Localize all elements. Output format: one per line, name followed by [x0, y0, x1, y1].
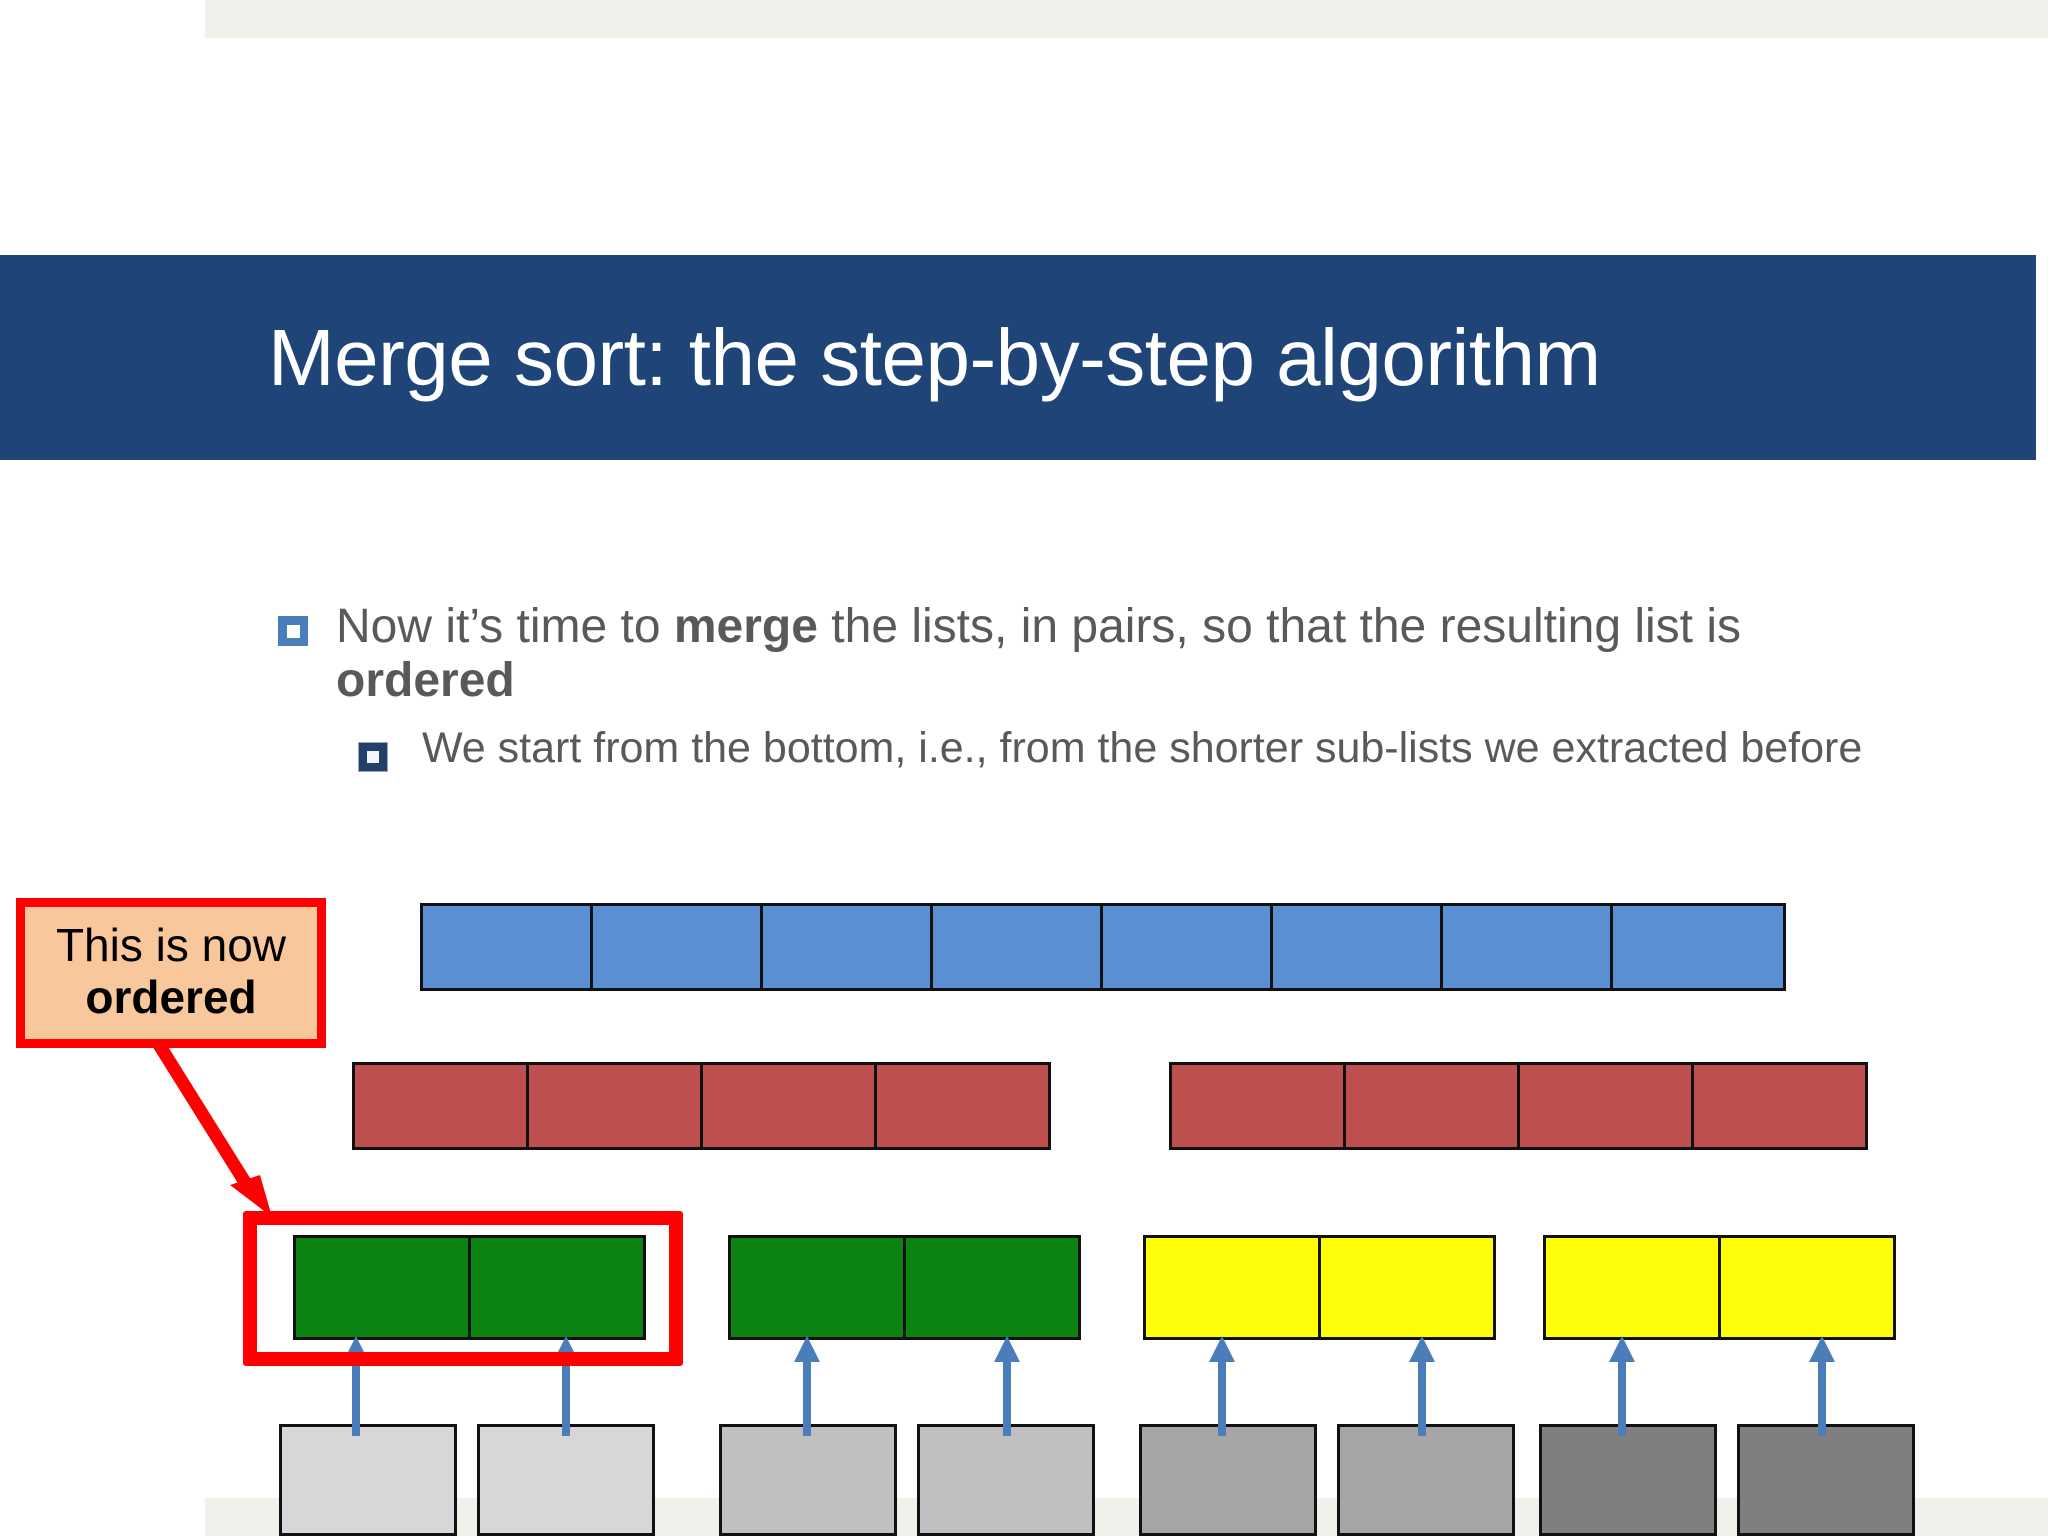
bullet-1-run-2: the lists, in pairs, so that the resulti…	[817, 600, 1742, 653]
page-title: Merge sort: the step-by-step algorithm	[268, 312, 1601, 402]
red-cell	[1343, 1062, 1520, 1150]
gray-cell	[917, 1424, 1095, 1536]
gray-cell	[1737, 1424, 1915, 1536]
page-top-strip	[205, 0, 2048, 38]
blue-cell	[1270, 903, 1443, 991]
callout-pointer-arrow-icon	[152, 1039, 272, 1217]
ordered-highlight-rect	[243, 1211, 683, 1366]
green-cell	[293, 1235, 471, 1340]
merge-arrow-icon	[1809, 1336, 1835, 1436]
red-cell	[1169, 1062, 1346, 1150]
bullet-item-1: Now it’s time to merge the lists, in pai…	[278, 600, 1928, 708]
bullet-item-1-text: Now it’s time to merge the lists, in pai…	[336, 600, 1928, 708]
red-cell	[526, 1062, 703, 1150]
blue-cell	[930, 903, 1103, 991]
blue-cell	[590, 903, 763, 991]
callout-box: This is now ordered	[16, 898, 326, 1048]
callout-line-2: ordered	[85, 970, 257, 1023]
merge-arrow-icon	[794, 1336, 820, 1436]
red-cell	[874, 1062, 1051, 1150]
merge-arrow-icon	[994, 1336, 1020, 1436]
blue-cell	[1440, 903, 1613, 991]
gray-cell	[1539, 1424, 1717, 1536]
bullet-1-run-3: ordered	[336, 653, 515, 707]
bullet-2-run-0: We start from the bottom, i.e., from the…	[422, 723, 1863, 772]
red-cell	[1517, 1062, 1694, 1150]
red-cell	[1691, 1062, 1868, 1150]
blue-cell	[1610, 903, 1786, 991]
bullet-item-2: We start from the bottom, i.e., from the…	[358, 724, 1928, 772]
yellow-cell	[1718, 1235, 1896, 1340]
red-cell	[352, 1062, 529, 1150]
blue-cell	[760, 903, 933, 991]
bullet-1-run-0: Now it’s time to	[336, 600, 674, 653]
green-cell	[903, 1235, 1081, 1340]
gray-cell	[1337, 1424, 1515, 1536]
callout-line-1: This is now	[55, 919, 287, 972]
green-cell	[468, 1235, 646, 1340]
red-cell	[700, 1062, 877, 1150]
gray-cell	[719, 1424, 897, 1536]
bullet-list: Now it’s time to merge the lists, in pai…	[278, 600, 1928, 772]
yellow-cell	[1143, 1235, 1321, 1340]
yellow-cell	[1318, 1235, 1496, 1340]
gray-cell	[279, 1424, 457, 1536]
blue-cell	[1100, 903, 1273, 991]
title-band: Merge sort: the step-by-step algorithm	[0, 255, 2036, 460]
gray-cell	[1139, 1424, 1317, 1536]
bullet-1-run-1: merge	[673, 600, 818, 653]
merge-arrow-icon	[1209, 1336, 1235, 1436]
gray-cell	[477, 1424, 655, 1536]
merge-arrow-icon	[1409, 1336, 1435, 1436]
blue-cell	[420, 903, 593, 991]
navy-square-bullet-icon	[358, 741, 388, 772]
yellow-cell	[1543, 1235, 1721, 1340]
merge-arrow-icon	[1609, 1336, 1635, 1436]
green-cell	[728, 1235, 906, 1340]
blue-square-bullet-icon	[278, 616, 308, 646]
bullet-item-2-text: We start from the bottom, i.e., from the…	[422, 724, 1862, 772]
